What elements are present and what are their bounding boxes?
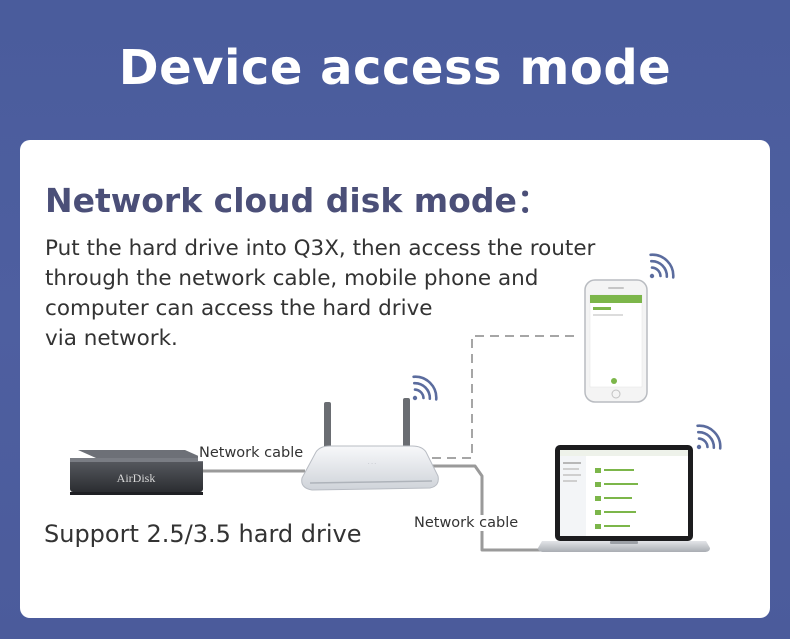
description-line: through the network cable, mobile phone … — [45, 266, 539, 291]
smartphone — [584, 253, 675, 403]
wifi-icon — [412, 375, 438, 401]
cable-router-laptop — [432, 464, 548, 552]
mode-card: Network cloud disk mode： Put the hard dr… — [20, 140, 770, 618]
description-line: via network. — [45, 326, 178, 351]
description-line: computer can access the hard drive — [45, 296, 433, 321]
support-note: Support 2.5/3.5 hard drive — [44, 520, 362, 548]
hard-drive-dock: AirDisk — [70, 450, 203, 495]
description-line: Put the hard drive into Q3X, then access… — [45, 236, 596, 261]
wifi-icon — [696, 424, 722, 450]
svg-text:· · ·: · · · — [368, 461, 376, 467]
laptop — [538, 424, 722, 552]
cable-label-router-laptop: Network cable — [413, 515, 520, 531]
mode-description: Put the hard drive into Q3X, then access… — [45, 234, 645, 354]
cable-label-disk-router: Network cable — [198, 445, 305, 461]
mode-subtitle: Network cloud disk mode： — [45, 181, 550, 220]
router: · · · — [301, 375, 439, 491]
wifi-icon — [649, 253, 675, 279]
wireless-link-dashed — [432, 335, 580, 459]
page-title: Device access mode — [118, 40, 672, 96]
network-diagram: AirDisk · · · — [70, 253, 722, 552]
device-brand-label: AirDisk — [117, 471, 156, 485]
